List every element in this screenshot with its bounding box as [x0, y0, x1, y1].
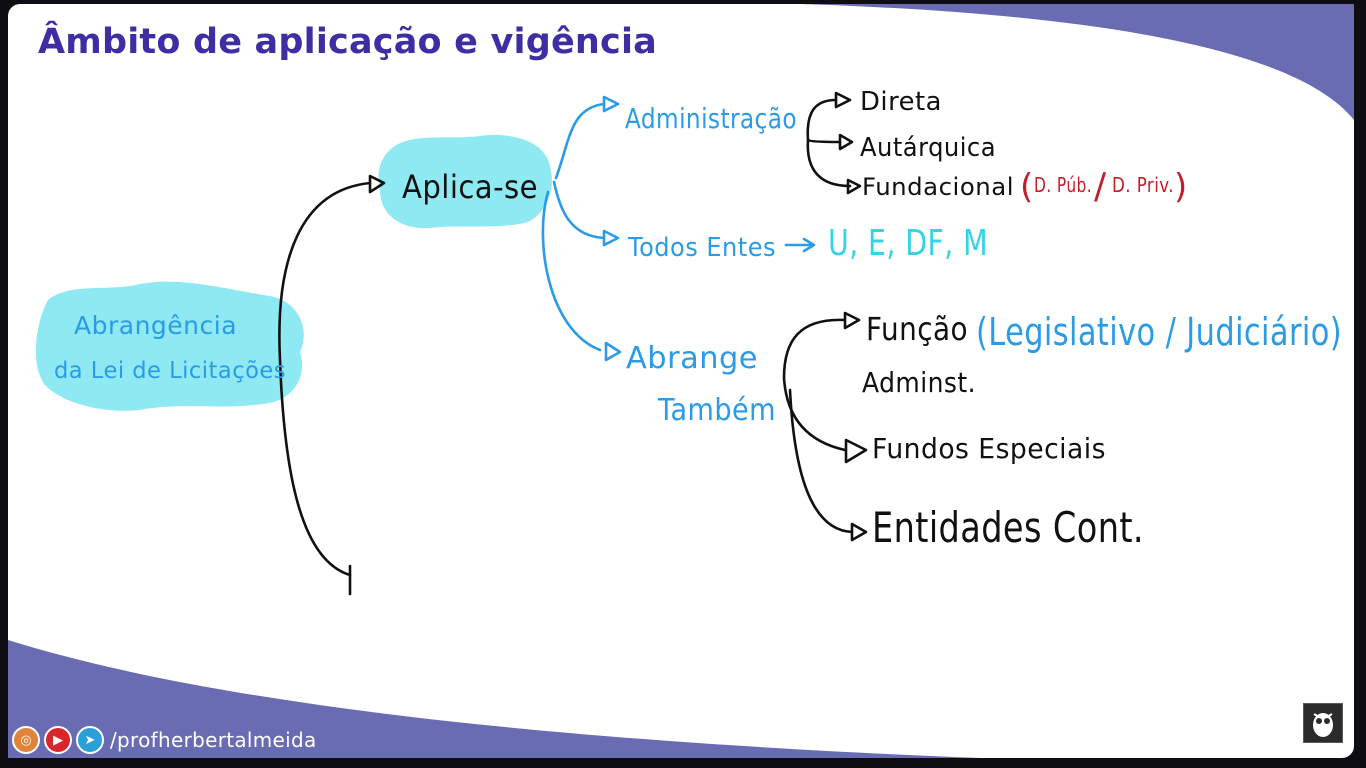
arrowhead-todos-entes	[602, 229, 620, 247]
social-handle[interactable]: /profherbertalmeida	[110, 728, 317, 752]
arrowhead-fundos	[844, 438, 868, 464]
fundacional-note-sep: /	[1094, 166, 1107, 207]
aplica-se-label: Aplica-se	[402, 168, 538, 206]
arrowhead-aplica	[368, 174, 386, 194]
connector-abrange	[541, 190, 602, 352]
root-line2: da Lei de Licitações	[54, 358, 286, 384]
fundacional-note-publica: D. Púb.	[1034, 173, 1092, 197]
arrowhead-fundacional	[846, 178, 862, 195]
arrowhead-autarquica	[838, 133, 854, 151]
slide-background	[8, 4, 1354, 758]
youtube-icon[interactable]: ▶	[44, 726, 72, 754]
instagram-icon[interactable]: ◎	[12, 726, 40, 754]
fundacional-note-close: )	[1174, 167, 1188, 207]
arrow-entes	[784, 237, 816, 253]
fundacional-label: Fundacional	[862, 173, 1014, 201]
telegram-icon[interactable]: ➤	[76, 726, 104, 754]
social-bar: ◎ ▶ ➤ /profherbertalmeida	[12, 726, 317, 754]
connector-todos-entes	[552, 180, 606, 240]
arrowhead-abrange	[604, 341, 622, 362]
slide-title: Âmbito de aplicação e vigência	[38, 22, 657, 62]
adminst-label: Adminst.	[862, 366, 976, 399]
connector-direta	[806, 98, 838, 142]
funcao-label: Função	[866, 310, 968, 348]
abrange-line2: Também	[657, 393, 776, 428]
direta-label: Direta	[860, 87, 942, 117]
todos-entes-label: Todos Entes	[627, 233, 776, 263]
fundos-label: Fundos Especiais	[872, 432, 1106, 465]
highlight-blob-aplica	[378, 135, 552, 229]
connector-funcao	[782, 318, 847, 452]
highlight-blob-root	[35, 281, 304, 411]
arrowhead-entidades	[850, 522, 868, 542]
entes-list: U, E, DF, M	[828, 223, 988, 264]
administracao-label: Administração	[625, 102, 797, 135]
arrowhead-administracao	[602, 95, 620, 113]
root-line1: Abrangência	[74, 311, 237, 340]
connector-fundacional	[806, 138, 852, 188]
arrowhead-funcao	[843, 311, 861, 330]
connector-entidades	[788, 388, 854, 534]
top-band	[800, 4, 1354, 120]
abrange-line1: Abrange	[626, 341, 758, 376]
arrowhead-direta	[834, 91, 852, 109]
owl-logo-icon	[1303, 703, 1343, 743]
fundacional-note-open: (	[1020, 167, 1034, 207]
connector-root-bracket	[278, 181, 372, 577]
funcao-note: (Legislativo / Judiciário)	[976, 310, 1342, 354]
connector-administracao	[554, 102, 606, 180]
bottom-band	[8, 640, 980, 758]
autarquica-label: Autárquica	[860, 133, 996, 163]
fundacional-note-privada: D. Priv.	[1112, 173, 1174, 197]
entidades-label: Entidades Cont.	[872, 503, 1144, 552]
